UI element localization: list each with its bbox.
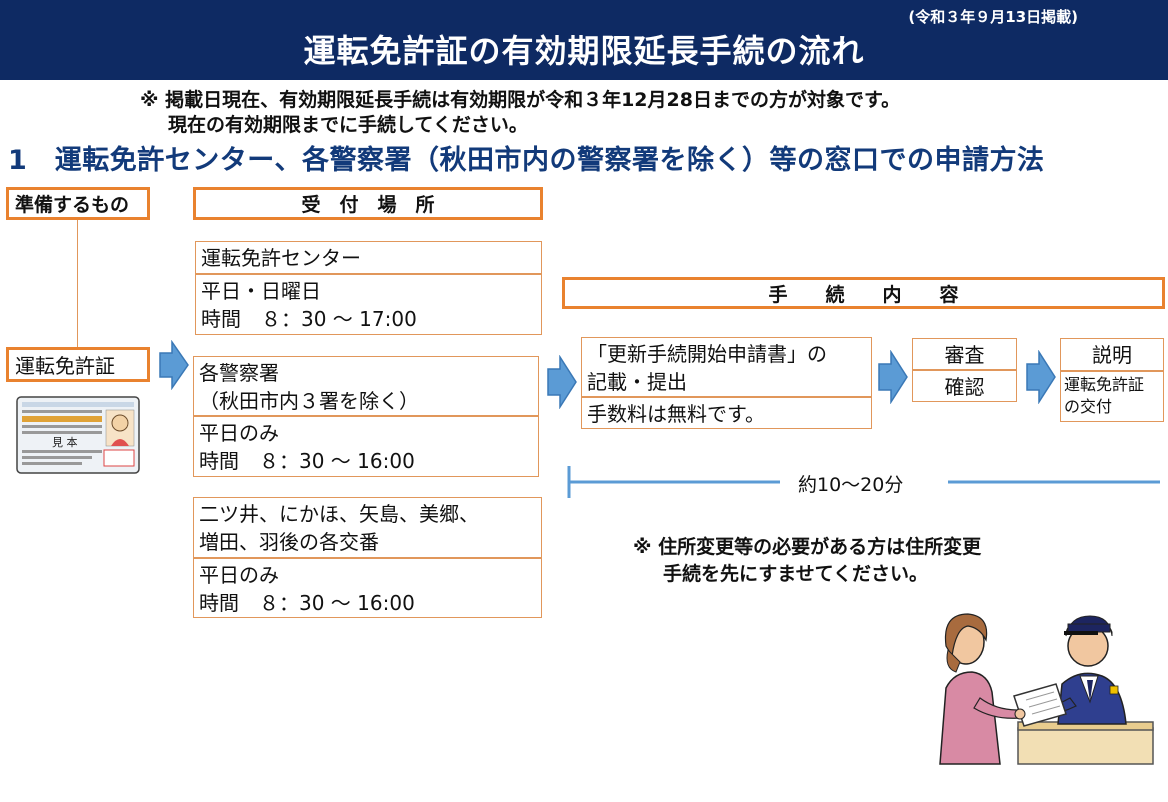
eligibility-note-line1: ※ 掲載日現在、有効期限延長手続は有効期限が令和３年12月28日までの方が対象で… [140,89,901,111]
place-center-hours: 平日・日曜日 時間 ８：30 ～ 17:00 [195,274,542,335]
duration-timeline [566,462,1166,502]
arrow-application-to-review [877,350,909,404]
license-card-sample-text: 見 本 [52,435,78,449]
place-police-name-line2: （秋田市内３署を除く） [199,389,419,413]
prepare-label: 準備するもの [6,187,150,220]
step-confirm-text: 確認 [944,375,985,399]
address-change-note-line2: 手続を先にすませてください。 [663,563,929,585]
step-issue-line2: の交付 [1064,397,1113,416]
step-issue-line1: 運転免許証 [1064,375,1145,394]
counter-illustration [930,606,1155,766]
step-fee-text: 手数料は無料です。 [587,402,765,426]
place-koban-name-line2: 増田、羽後の各交番 [199,530,379,554]
eligibility-note: ※ 掲載日現在、有効期限延長手続は有効期限が令和３年12月28日までの方が対象で… [140,88,900,138]
reception-label: 受 付 場 所 [193,187,543,220]
step-fee: 手数料は無料です。 [581,397,872,429]
duration-label: 約10～20分 [798,474,904,496]
place-koban-hours: 平日のみ 時間 ８：30 ～ 16:00 [193,558,542,618]
place-police-time: 時間 ８：30 ～ 16:00 [199,449,415,473]
step-review: 審査 [912,338,1017,370]
page-title: 運転免許証の有効期限延長手続の流れ [303,32,865,70]
place-center-time: 時間 ８：30 ～ 17:00 [201,307,417,331]
place-koban-time: 時間 ８：30 ～ 16:00 [199,591,415,615]
arrow-prepare-to-reception [158,340,190,390]
arrow-review-to-issue [1025,350,1057,404]
eligibility-note-line2: 現在の有効期限までに手続してください。 [168,114,528,136]
step-confirm: 確認 [912,370,1017,402]
place-koban-name-line1: 二ツ井、にかほ、矢島、美郷、 [199,502,479,526]
place-koban-name: 二ツ井、にかほ、矢島、美郷、 増田、羽後の各交番 [193,497,542,558]
step-application-line2: 記載・提出 [587,370,687,394]
reception-label-text: 受 付 場 所 [301,194,435,216]
publication-date: (令和３年９月13日掲載) [908,8,1078,26]
procedure-label-text: 手 続 内 容 [768,283,959,306]
step-review-text: 審査 [944,343,985,367]
section-title: 1 運転免許センター、各警察署（秋田市内の警察署を除く）等の窓口での申請方法 [8,145,1045,176]
address-change-note: ※ 住所変更等の必要がある方は住所変更 手続を先にすませてください。 [633,534,981,588]
step-explanation: 説明 [1060,338,1164,371]
prepare-label-text: 準備するもの [15,194,130,216]
place-koban-days: 平日のみ [199,563,279,587]
step-application-line1: 「更新手続開始申請書」の [587,342,827,366]
prepare-item-text: 運転免許証 [15,354,115,378]
prepare-item-license: 運転免許証 [6,347,150,382]
header-banner: (令和３年９月13日掲載) 運転免許証の有効期限延長手続の流れ [0,0,1168,80]
step-explanation-text: 説明 [1092,343,1132,367]
place-center-name-text: 運転免許センター [201,246,361,270]
place-center-name: 運転免許センター [195,241,542,274]
address-change-note-line1: ※ 住所変更等の必要がある方は住所変更 [633,536,982,558]
prepare-connector [77,220,78,348]
arrow-reception-to-application [546,355,578,409]
step-issue: 運転免許証 の交付 [1060,371,1164,422]
place-center-days: 平日・日曜日 [201,279,321,303]
step-application: 「更新手続開始申請書」の 記載・提出 [581,337,872,397]
procedure-label: 手 続 内 容 [562,277,1165,309]
license-card-image: 見 本 [16,396,140,474]
place-police-hours: 平日のみ 時間 ８：30 ～ 16:00 [193,416,539,477]
place-police-name: 各警察署 （秋田市内３署を除く） [193,356,539,416]
place-police-days: 平日のみ [199,421,279,445]
place-police-name-line1: 各警察署 [199,361,279,385]
